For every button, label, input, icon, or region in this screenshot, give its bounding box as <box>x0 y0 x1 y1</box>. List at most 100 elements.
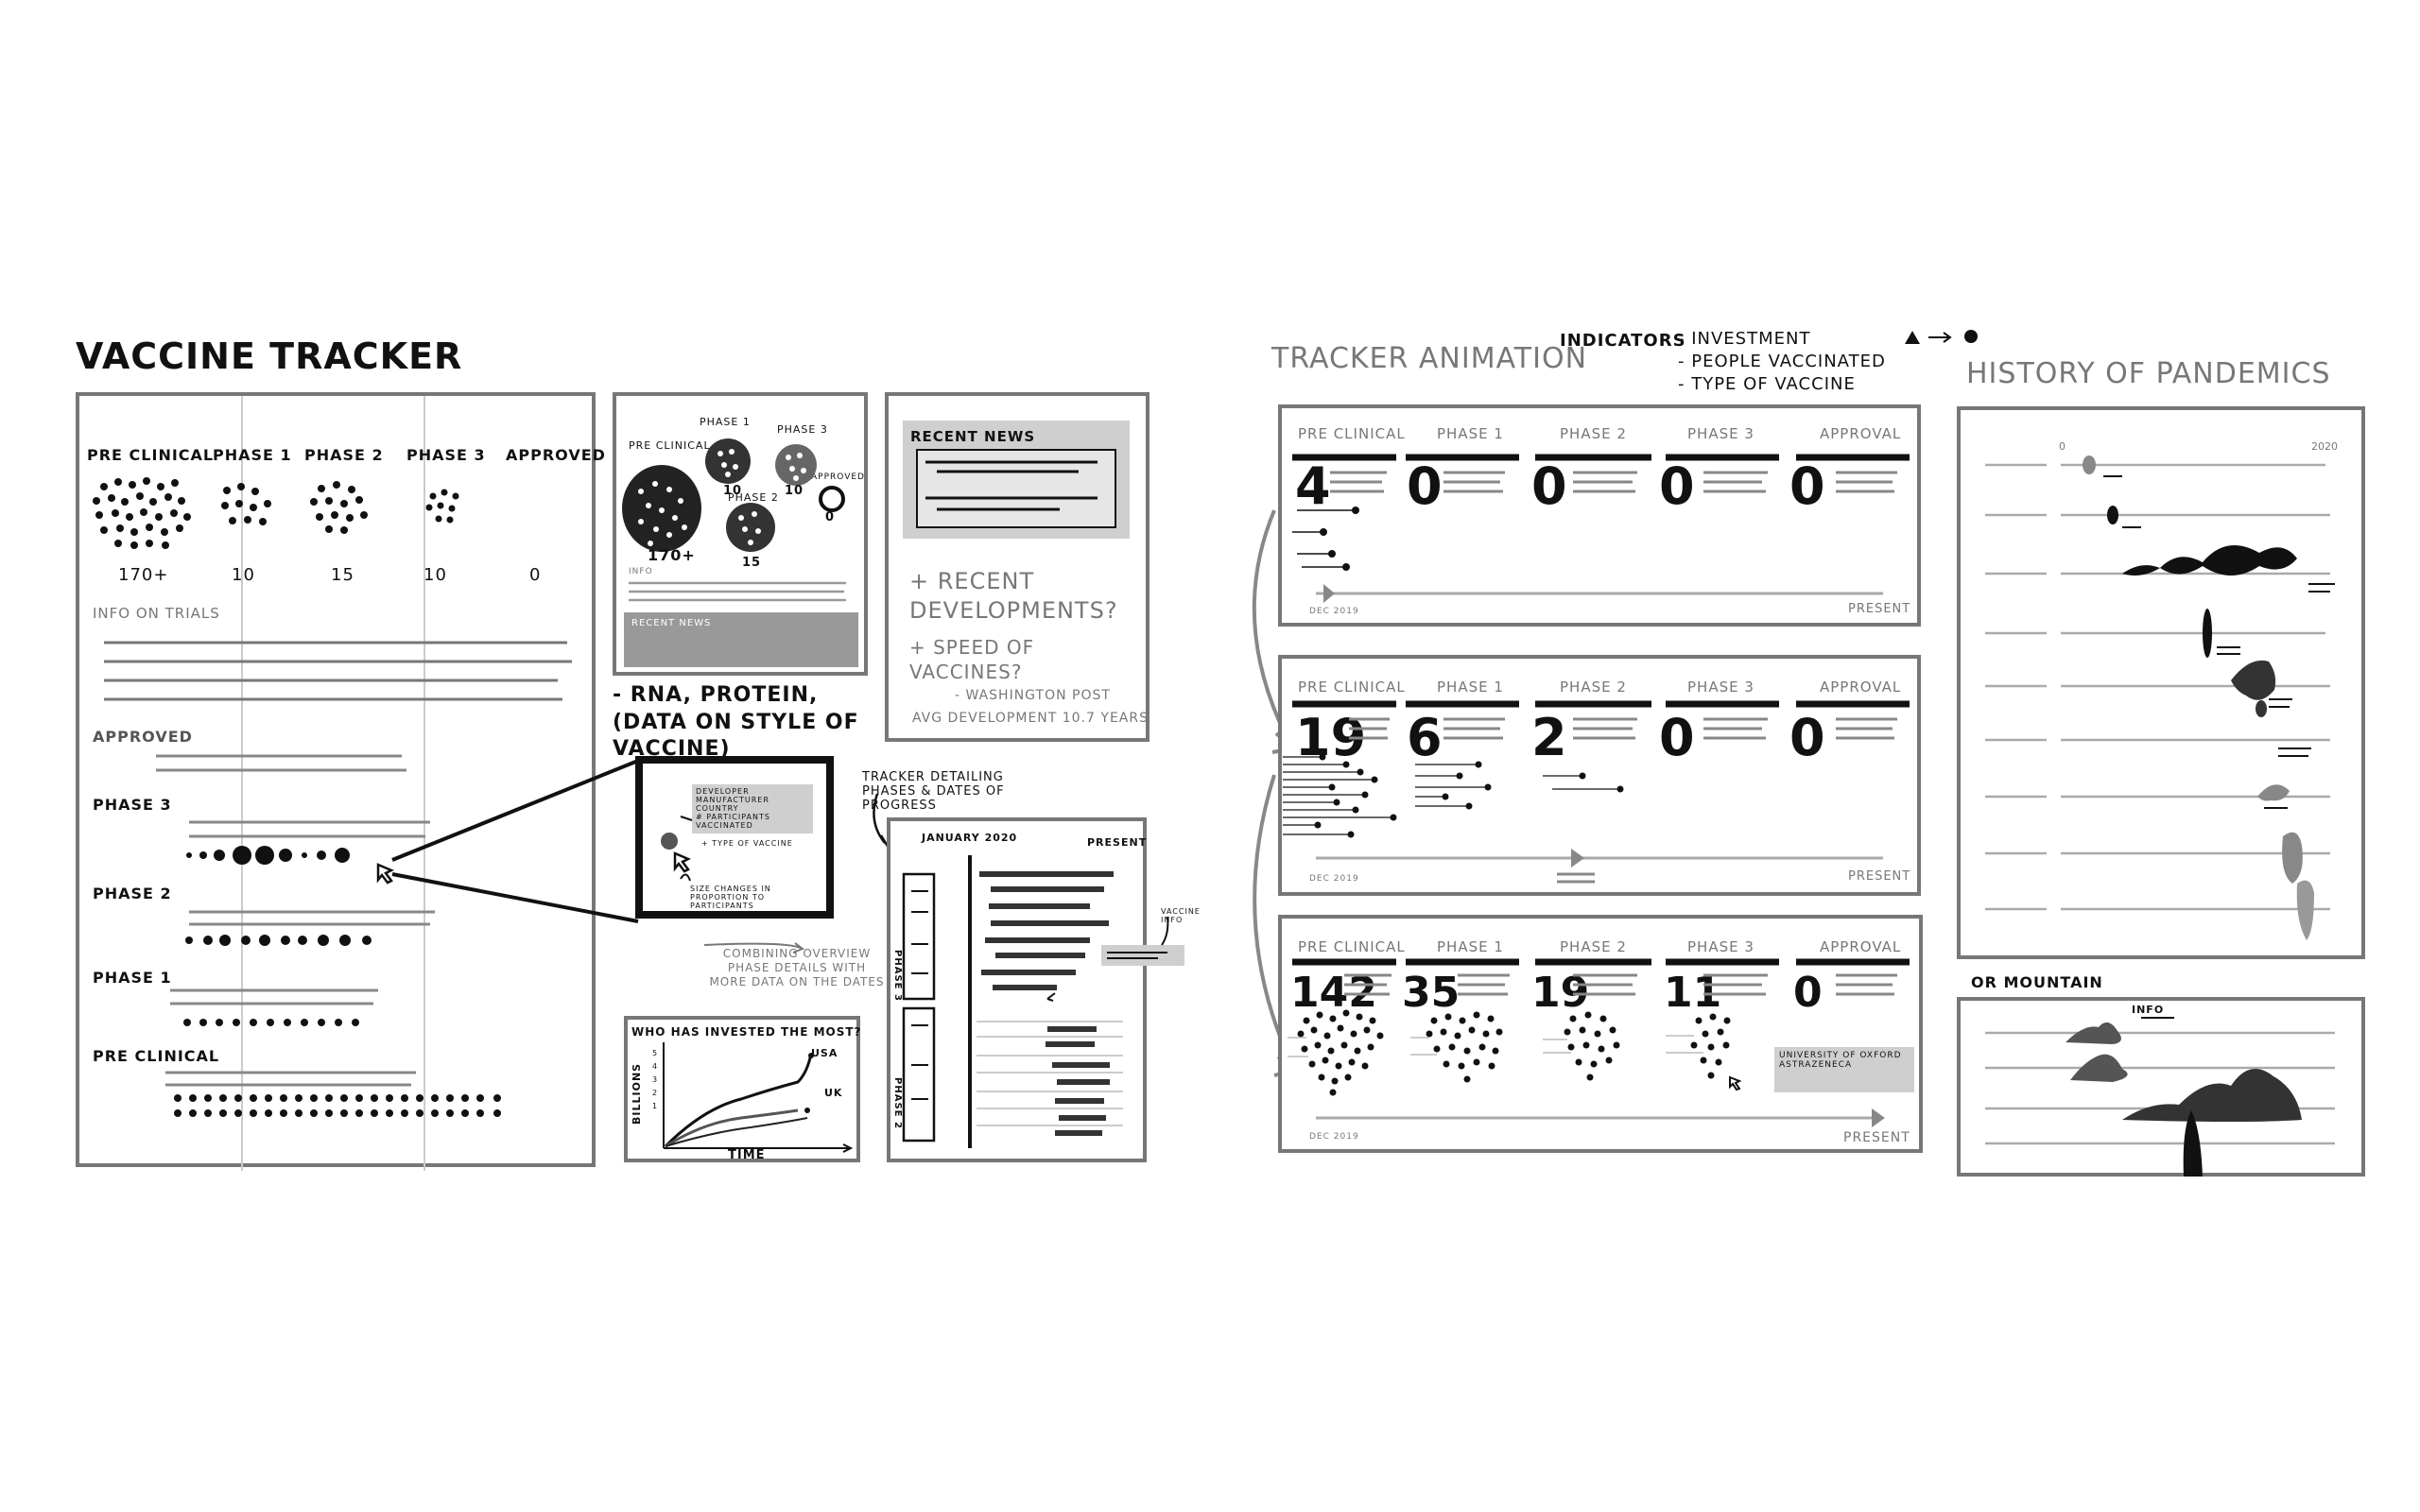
vaccine-info-arrow <box>1161 916 1169 946</box>
news-note-3: - Washington Post <box>955 688 1111 703</box>
zoom-size-note: Size changes in Proportion to Participan… <box>690 885 771 910</box>
phase-rows <box>156 754 435 946</box>
invest-chart-yticks: 5 4 3 2 1 <box>652 1047 657 1113</box>
animation-panel-2 <box>1278 655 1921 896</box>
invest-series-usa: USA <box>811 1047 838 1059</box>
list-label-preclinical: Pre Clinical <box>93 1047 220 1065</box>
stage-label-phase2: Phase 2 <box>304 446 384 464</box>
panel-2-stage-1: Phase 1 <box>1437 679 1504 696</box>
bubble-count-approved: 0 <box>825 510 836 524</box>
stage-label-phase3: Phase 3 <box>406 446 486 464</box>
count-phase2: 15 <box>331 565 354 585</box>
main-sheet-guides <box>241 396 425 1171</box>
mountain-label: or Mountain <box>1971 973 2103 991</box>
list-label-phase3: Phase 3 <box>93 796 172 814</box>
news-sheet-header-block: Recent News <box>903 421 1130 539</box>
main-sheet <box>76 392 596 1171</box>
bubble-news-bar-label: Recent News <box>631 618 712 628</box>
timeline-phase2-label: Phase 2 <box>892 1077 903 1129</box>
list-label-phase1: Phase 1 <box>93 969 172 987</box>
zoom-info-line-developer: Developer <box>696 787 750 796</box>
panel-3-callout: University of Oxford AstraZeneca <box>1779 1051 1902 1070</box>
history-chart <box>1985 455 2335 940</box>
vaccine-info-card <box>1101 945 1184 966</box>
timeline-end: Present <box>1087 836 1148 849</box>
list-label-approved: Approved <box>93 728 193 746</box>
bubble-count-phase3: 10 <box>785 484 804 498</box>
count-phase1: 10 <box>232 565 255 585</box>
panel-1-number-2: 0 <box>1531 456 1567 516</box>
stage-label-preclinical: Pre Clinical <box>87 446 215 464</box>
panel-2-stage-2: Phase 2 <box>1560 679 1627 696</box>
panel-1-number-3: 0 <box>1659 456 1695 516</box>
timeline-phase3-label: Phase 3 <box>892 950 903 1002</box>
zoom-drawing <box>661 816 693 882</box>
indicator-people: - People vaccinated <box>1678 352 1886 371</box>
bubble-chart <box>622 438 845 552</box>
news-note-4: Avg Development 10.7 years <box>912 711 1149 726</box>
zoom-info-line-country: Country <box>696 804 739 813</box>
vaccine-info-label: Vaccine Info <box>1161 907 1201 924</box>
panel-2-start: Dec 2019 <box>1309 874 1359 884</box>
zoom-info-line-manufacturer: Manufacturer <box>696 796 769 804</box>
panel-2-stage-0: Pre Clinical <box>1298 679 1406 696</box>
indicator-investment: - Investment <box>1678 329 1811 349</box>
history-axis-end: 2020 <box>2311 440 2338 453</box>
bubble-news-bar: Recent News <box>624 612 858 667</box>
lower-rows <box>165 988 501 1117</box>
bubble-label-phase1: Phase 1 <box>700 416 751 428</box>
news-note-2: + Speed of Vaccines? <box>909 636 1035 683</box>
panel-3-stage-2: Phase 2 <box>1560 938 1627 955</box>
panel-3-end: Present <box>1843 1130 1910 1145</box>
bubble-label-phase2: Phase 2 <box>728 491 779 504</box>
invest-ytick-5: 5 <box>652 1049 658 1057</box>
mountain-sheet <box>1957 997 2365 1177</box>
combining-note: Combining overview phase details with mo… <box>709 947 885 988</box>
right-title: Tracker Animation <box>1271 342 1588 375</box>
history-title: History of Pandemics <box>1966 357 2331 390</box>
panel-2-end: Present <box>1848 869 1911 884</box>
panel-3-marks <box>1288 958 1914 1127</box>
stage-label-phase1: Phase 1 <box>213 446 292 464</box>
panel-1-stage-2: Phase 2 <box>1560 425 1627 442</box>
invest-chart-xlabel: Time <box>728 1148 766 1162</box>
panel-3-stage-0: Pre Clinical <box>1298 938 1406 955</box>
panel-2-number-1: 6 <box>1407 708 1443 767</box>
panel-2-number-2: 2 <box>1531 708 1567 767</box>
zoom-box: Developer Manufacturer Country # Partici… <box>635 756 834 919</box>
invest-ytick-2: 2 <box>652 1089 658 1097</box>
news-note-1: + Recent Developments? <box>909 568 1118 625</box>
count-phase3: 10 <box>424 565 447 585</box>
timeline-start: January 2020 <box>922 832 1018 844</box>
panel-2-stage-4: Approval <box>1820 679 1902 696</box>
bubble-label-phase3: Phase 3 <box>777 423 828 436</box>
invest-chart-title: Who has invested the most? <box>631 1025 862 1039</box>
annotation-vaccine-type: - RNA, Protein, (Data on style of Vaccin… <box>613 683 859 762</box>
panel-1-stage-4: Approval <box>1820 425 1902 442</box>
invest-ytick-3: 3 <box>652 1075 658 1084</box>
bubble-info-label: Info <box>629 567 653 576</box>
bubble-info-lines <box>629 581 846 602</box>
history-axis-start: 0 <box>2059 440 2066 453</box>
panel-1-stage-0: Pre Clinical <box>1298 425 1406 442</box>
combining-arrow <box>703 942 805 954</box>
bubble-count-phase1: 10 <box>723 484 743 498</box>
invest-ytick-4: 4 <box>652 1062 658 1071</box>
bubble-label-preclinical: Pre Clinical <box>629 439 711 452</box>
bubble-count-phase2: 15 <box>742 556 762 570</box>
count-approved: 0 <box>529 565 542 585</box>
panel-1-start: Dec 2019 <box>1309 607 1359 616</box>
panel-1-stage-1: Phase 1 <box>1437 425 1504 442</box>
panel-1-number-1: 0 <box>1407 456 1443 516</box>
list-label-phase2: Phase 2 <box>93 885 172 902</box>
panel-1-marks <box>1292 454 1910 603</box>
tracker-note: Tracker detailing phases & dates of prog… <box>862 770 1005 813</box>
panel-1-number-4: 0 <box>1789 456 1825 516</box>
panel-2-number-3: 0 <box>1659 708 1695 767</box>
news-sheet-header: Recent News <box>910 428 1036 445</box>
panel-3-stage-3: Phase 3 <box>1687 938 1754 955</box>
panel-1-number-0: 4 <box>1295 456 1331 516</box>
panel-3-stage-4: Approval <box>1820 938 1902 955</box>
indicators-label: Indicators <box>1560 331 1686 351</box>
